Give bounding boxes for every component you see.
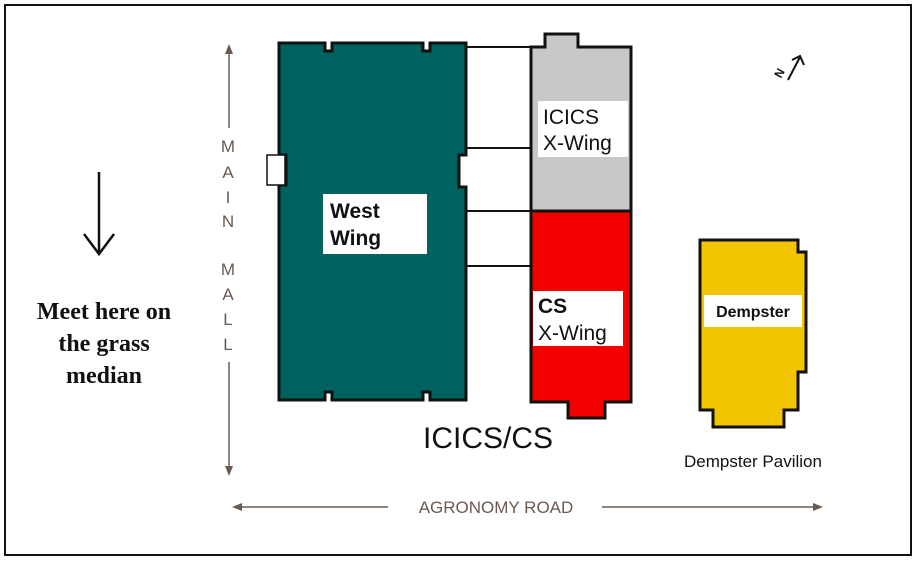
icics-x-wing-label-line2: X-Wing xyxy=(543,132,612,155)
down-arrow-icon xyxy=(83,172,115,257)
west-wing-label-box xyxy=(323,194,427,254)
dempster-shape xyxy=(698,238,808,429)
agronomy-road: AGRONOMY ROAD xyxy=(232,498,823,517)
west-wing-label-line2: Wing xyxy=(330,227,381,250)
main-mall-letter: A xyxy=(222,285,234,304)
cs-x-wing-building: CS X-Wing xyxy=(529,209,633,420)
main-mall-letter: I xyxy=(226,188,231,207)
main-mall-letter: M xyxy=(221,260,235,279)
main-mall-letter: L xyxy=(223,310,232,329)
cs-x-wing-label-line2: X-Wing xyxy=(538,322,607,345)
connector-corridors xyxy=(466,46,531,267)
dempster-building: Dempster xyxy=(698,238,808,429)
dempster-label: Dempster xyxy=(716,304,790,321)
meeting-note-line2: the grass xyxy=(58,331,149,357)
cs-x-wing-label-line1: CS xyxy=(538,295,567,318)
meeting-note-line1: Meet here on xyxy=(37,299,171,325)
main-mall-letter: L xyxy=(223,335,232,354)
main-mall-road: M A I N M A L L xyxy=(221,44,235,476)
icics-cs-label: ICICS/CS xyxy=(423,422,553,455)
main-mall-letter: M xyxy=(221,137,235,156)
west-wing-building: West Wing xyxy=(266,41,468,402)
icics-x-wing-label-box xyxy=(538,101,628,157)
icics-x-wing-building: ICICS X-Wing xyxy=(529,32,633,213)
agronomy-road-label: AGRONOMY ROAD xyxy=(419,498,574,517)
meeting-note-line3: median xyxy=(66,363,142,389)
main-mall-letter: N xyxy=(222,212,234,231)
west-wing-entrance xyxy=(266,154,286,186)
west-wing-label-line1: West xyxy=(330,200,380,223)
icics-x-wing-label-line1: ICICS xyxy=(543,106,599,129)
dempster-label-box xyxy=(704,295,802,327)
dempster-pavilion-label: Dempster Pavilion xyxy=(684,452,822,471)
cs-x-wing-label-box xyxy=(533,291,623,346)
main-mall-letter: A xyxy=(222,163,234,182)
